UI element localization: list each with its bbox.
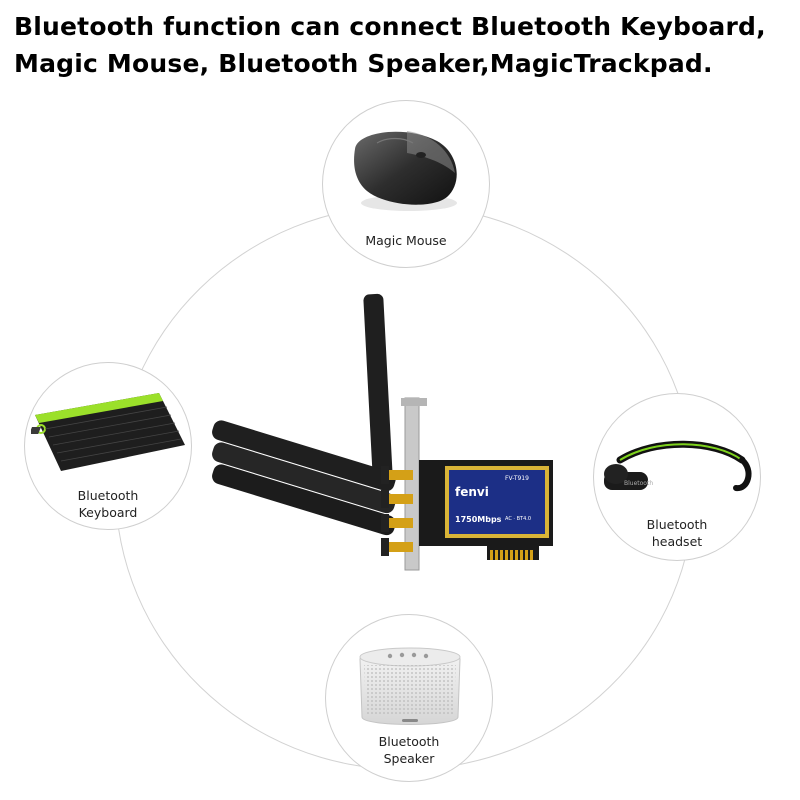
keyboard-label: Bluetooth Keyboard bbox=[25, 487, 191, 521]
speaker-icon bbox=[359, 647, 461, 725]
headset-label: Bluetooth headset bbox=[594, 516, 760, 550]
speaker-label-line-1: Bluetooth bbox=[378, 734, 440, 749]
headset-label-line-2: headset bbox=[651, 534, 703, 549]
magic-mouse-label-line-1: Magic Mouse bbox=[365, 233, 447, 248]
svg-text:Bluetooth: Bluetooth bbox=[624, 480, 653, 487]
antenna-connectors bbox=[381, 466, 413, 556]
headline: Bluetooth function can connect Bluetooth… bbox=[14, 8, 794, 82]
card-label-blue bbox=[449, 470, 545, 534]
headline-line-1: Bluetooth function can connect Bluetooth… bbox=[14, 12, 766, 41]
card-model: FV-T919 bbox=[505, 475, 529, 482]
card-brand: fenvi bbox=[455, 485, 489, 499]
mouse-icon bbox=[354, 131, 457, 211]
keyboard-icon bbox=[31, 393, 185, 471]
card-speed: 1750Mbps bbox=[455, 515, 502, 524]
antenna-vertical bbox=[363, 293, 393, 481]
keyboard-label-line-1: Bluetooth bbox=[77, 488, 139, 503]
antenna-2 bbox=[212, 442, 396, 514]
antenna-3 bbox=[212, 464, 396, 536]
headset-icon: Bluetooth bbox=[604, 440, 752, 492]
keyboard-bubble: Bluetooth Keyboard bbox=[24, 362, 192, 530]
headset-label-line-1: Bluetooth bbox=[646, 517, 708, 532]
card-standard: AC · BT4.0 bbox=[505, 516, 531, 522]
headline-line-2: Magic Mouse, Bluetooth Speaker,MagicTrac… bbox=[14, 49, 713, 78]
antenna-1 bbox=[212, 420, 396, 492]
keyboard-label-line-2: Keyboard bbox=[78, 505, 138, 520]
magic-mouse-bubble: Magic Mouse bbox=[322, 100, 490, 268]
speaker-label: Bluetooth Speaker bbox=[326, 733, 492, 767]
headset-bubble: Bluetooth Bluetooth headset bbox=[593, 393, 761, 561]
speaker-bubble: Bluetooth Speaker bbox=[325, 614, 493, 782]
wireless-card-figure: fenvi FV-T919 1750Mbps AC · BT4.0 bbox=[212, 293, 553, 571]
magic-mouse-label: Magic Mouse bbox=[323, 232, 489, 249]
speaker-label-line-2: Speaker bbox=[383, 751, 435, 766]
